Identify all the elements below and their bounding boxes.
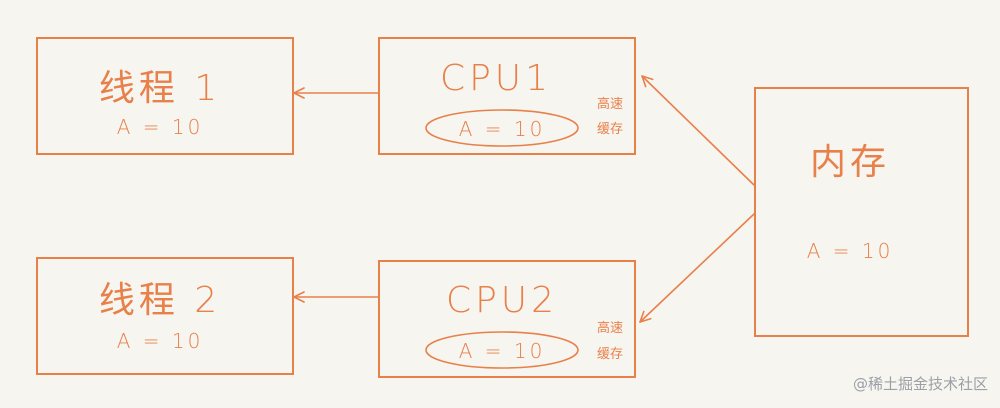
thread-2-value: A = 10: [117, 329, 204, 353]
thread-2-box: [36, 257, 294, 375]
memory-box: [754, 87, 969, 337]
cpu-1-cache-ellipse: [425, 109, 579, 147]
cpu-2-cache-ellipse: [425, 331, 579, 369]
memory-title: 内存: [810, 142, 890, 183]
arrow-memory-to-cpu2: [639, 213, 755, 323]
thread-1-box: [36, 37, 294, 155]
thread-1-title: 线程 1: [99, 68, 221, 109]
thread-1-value: A = 10: [117, 115, 204, 139]
cpu-1-title: CPU1: [440, 58, 552, 99]
cpu-2-title: CPU2: [446, 280, 558, 321]
cpu-1-box: [378, 37, 636, 155]
cpu-2-cache-label-top: 高速: [597, 320, 623, 336]
watermark: @稀土掘金技术社区: [853, 375, 988, 393]
thread-2-title: 线程 2: [99, 280, 221, 321]
cpu-1-cache-label-top: 高速: [597, 96, 623, 112]
cpu-1-cache-value: A = 10: [459, 117, 546, 141]
cpu-2-cache-label-bottom: 缓存: [597, 347, 623, 362]
cpu-1-cache-label-bottom: 缓存: [597, 122, 623, 137]
memory-value: A = 10: [807, 239, 894, 263]
cpu-2-box: [378, 260, 636, 378]
arrow-memory-to-cpu1: [641, 75, 755, 186]
cpu-2-cache-value: A = 10: [459, 339, 546, 363]
